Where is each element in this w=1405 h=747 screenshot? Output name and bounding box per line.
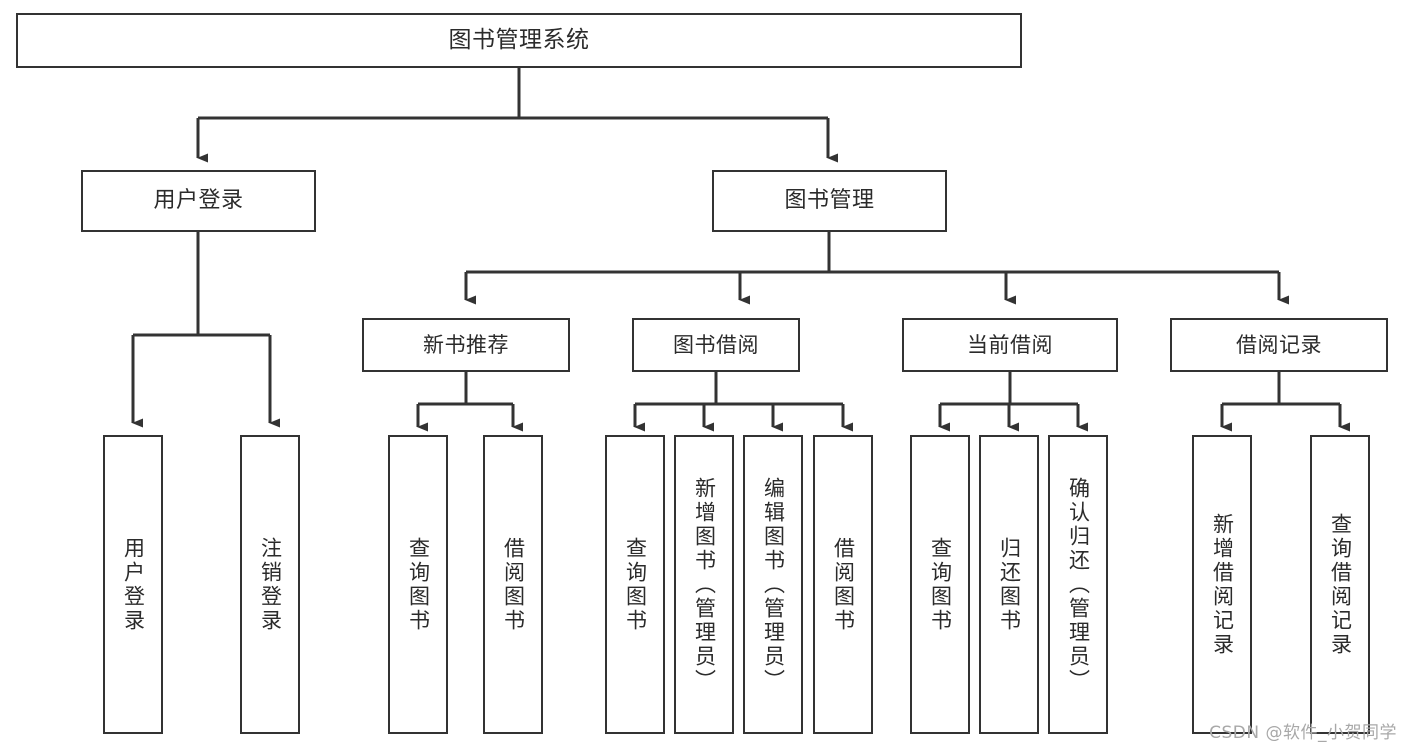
node-leaf-user-logout[interactable]: 注销登录: [240, 435, 300, 734]
node-root[interactable]: 图书管理系统: [16, 13, 1022, 68]
node-root-label: 图书管理系统: [448, 26, 590, 53]
node-leaf-query-book-1-label: 查询图书: [406, 536, 431, 633]
node-user-login[interactable]: 用户登录: [81, 170, 316, 232]
node-leaf-user-login-label: 用户登录: [121, 536, 146, 633]
node-borrow-record[interactable]: 借阅记录: [1170, 318, 1388, 372]
node-current-borrow[interactable]: 当前借阅: [902, 318, 1118, 372]
node-book-manage[interactable]: 图书管理: [712, 170, 947, 232]
node-leaf-add-book-label: 新增图书（管理员）: [692, 476, 717, 693]
node-leaf-query-record[interactable]: 查询借阅记录: [1310, 435, 1370, 734]
node-leaf-borrow-book-2-label: 借阅图书: [831, 536, 856, 633]
node-leaf-confirm-return-label: 确认归还（管理员）: [1066, 476, 1091, 693]
node-leaf-query-book-3-label: 查询图书: [928, 536, 953, 633]
node-borrow-record-label: 借阅记录: [1236, 332, 1322, 357]
node-leaf-confirm-return[interactable]: 确认归还（管理员）: [1048, 435, 1108, 734]
node-leaf-return-book[interactable]: 归还图书: [979, 435, 1039, 734]
node-leaf-add-book[interactable]: 新增图书（管理员）: [674, 435, 734, 734]
node-leaf-borrow-book-1-label: 借阅图书: [501, 536, 526, 633]
node-leaf-edit-book[interactable]: 编辑图书（管理员）: [743, 435, 803, 734]
node-leaf-user-logout-label: 注销登录: [258, 536, 283, 633]
node-book-borrow-label: 图书借阅: [673, 332, 759, 357]
node-leaf-edit-book-label: 编辑图书（管理员）: [761, 476, 786, 693]
node-leaf-query-record-label: 查询借阅记录: [1328, 512, 1353, 657]
node-user-login-label: 用户登录: [153, 188, 244, 214]
node-leaf-query-book-2-label: 查询图书: [623, 536, 648, 633]
node-leaf-add-record[interactable]: 新增借阅记录: [1192, 435, 1252, 734]
node-leaf-return-book-label: 归还图书: [997, 536, 1022, 633]
node-book-manage-label: 图书管理: [784, 188, 875, 214]
node-leaf-borrow-book-2[interactable]: 借阅图书: [813, 435, 873, 734]
node-leaf-query-book-2[interactable]: 查询图书: [605, 435, 665, 734]
node-leaf-query-book-1[interactable]: 查询图书: [388, 435, 448, 734]
node-new-book-rec[interactable]: 新书推荐: [362, 318, 570, 372]
node-book-borrow[interactable]: 图书借阅: [632, 318, 800, 372]
node-leaf-query-book-3[interactable]: 查询图书: [910, 435, 970, 734]
node-leaf-user-login[interactable]: 用户登录: [103, 435, 163, 734]
node-leaf-borrow-book-1[interactable]: 借阅图书: [483, 435, 543, 734]
node-current-borrow-label: 当前借阅: [967, 332, 1053, 357]
node-new-book-rec-label: 新书推荐: [423, 332, 509, 357]
node-leaf-add-record-label: 新增借阅记录: [1210, 512, 1235, 657]
